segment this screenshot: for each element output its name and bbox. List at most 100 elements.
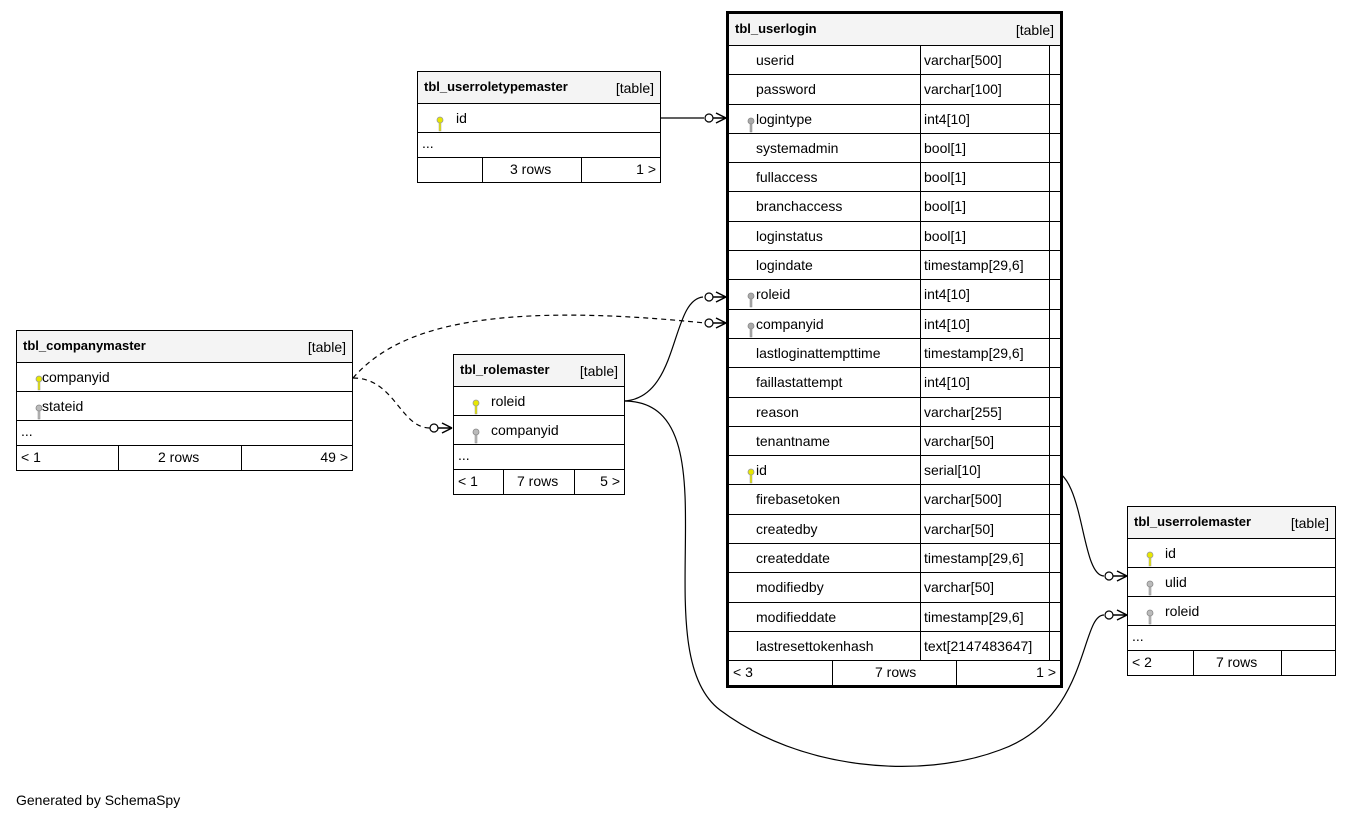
column-name: reason — [756, 403, 799, 420]
more-columns: ... — [418, 133, 660, 158]
table-userrolemaster[interactable]: tbl_userrolemaster [table] id ulid rolei… — [1127, 506, 1336, 676]
parent-count: < 1 — [458, 473, 478, 489]
foreign-key-icon — [463, 422, 480, 444]
column-row[interactable]: id — [1128, 539, 1335, 568]
column-row[interactable]: id — [418, 104, 660, 133]
column-divider — [920, 573, 921, 602]
column-divider — [1049, 75, 1050, 104]
column-type: bool[1] — [924, 139, 967, 156]
column-row[interactable]: password varchar[100] — [729, 75, 1060, 105]
column-type: varchar[100] — [924, 81, 1002, 98]
foreign-key-icon — [738, 286, 755, 308]
foreign-key-icon — [738, 111, 755, 132]
column-divider — [1049, 602, 1050, 631]
column-divider — [1049, 426, 1050, 456]
foreign-key-icon — [1137, 603, 1154, 625]
column-row[interactable]: ulid — [1128, 568, 1335, 597]
column-divider — [1049, 221, 1050, 251]
parent-count: < 1 — [21, 449, 41, 465]
column-type: timestamp[29,6] — [924, 608, 1024, 625]
column-type: varchar[500] — [924, 52, 1002, 68]
more-columns: ... — [454, 445, 624, 470]
table-userroletypemaster[interactable]: tbl_userroletypemaster [table] id ... 3 … — [417, 71, 661, 183]
column-name: companyid — [491, 422, 559, 438]
table-rolemaster[interactable]: tbl_rolemaster [table] roleid companyid … — [453, 354, 625, 495]
column-divider — [1049, 104, 1050, 133]
column-row[interactable]: logintype int4[10] — [729, 104, 1060, 134]
column-name: modifiedby — [756, 579, 824, 596]
column-name: companyid — [42, 369, 110, 385]
column-name: logintype — [756, 110, 813, 127]
row-count: 3 rows — [510, 161, 552, 177]
column-name: createddate — [756, 550, 830, 567]
column-divider — [920, 133, 921, 163]
table-header: tbl_userrolemaster [table] — [1128, 507, 1335, 539]
table-kind: [table] — [1290, 515, 1329, 531]
column-name: modifieddate — [756, 608, 837, 625]
column-row[interactable]: modifieddate timestamp[29,6] — [729, 602, 1060, 632]
table-kind: [table] — [307, 339, 346, 355]
column-divider — [920, 280, 921, 309]
column-row[interactable]: stateid — [17, 392, 352, 421]
relation-roleid-userrolemaster — [623, 400, 1128, 767]
table-name: tbl_userrolemaster — [1134, 514, 1252, 529]
primary-key-icon — [738, 462, 755, 484]
column-type: varchar[50] — [924, 432, 995, 449]
row-count: 7 rows — [1216, 654, 1258, 670]
generated-by-label: Generated by SchemaSpy — [16, 792, 181, 808]
column-row[interactable]: companyid — [17, 363, 352, 392]
column-name: lastresettokenhash — [756, 637, 874, 654]
table-footer: < 3 7 rows 1 > — [729, 660, 1060, 686]
column-divider — [920, 631, 921, 661]
table-name: tbl_rolemaster — [460, 362, 550, 377]
column-type: serial[10] — [924, 462, 981, 479]
column-row[interactable]: roleid — [454, 387, 624, 416]
foreign-key-icon — [1137, 574, 1154, 596]
column-name: password — [756, 81, 816, 98]
column-divider — [920, 75, 921, 104]
column-divider — [920, 309, 921, 338]
column-divider — [1049, 631, 1050, 661]
table-companymaster[interactable]: tbl_companymaster [table] companyid stat… — [16, 330, 353, 471]
column-divider — [920, 426, 921, 456]
column-name: logindate — [756, 257, 813, 274]
column-divider — [920, 163, 921, 192]
table-footer: < 1 2 rows 49 > — [17, 446, 352, 470]
relation-companyid-rolemaster — [352, 377, 453, 434]
row-count: 7 rows — [517, 473, 559, 489]
column-divider — [1049, 544, 1050, 573]
more-columns: ... — [1128, 626, 1335, 651]
row-count: 7 rows — [875, 664, 917, 681]
column-name: roleid — [491, 393, 526, 409]
column-name: firebasetoken — [756, 491, 841, 508]
column-row[interactable]: companyid — [454, 416, 624, 445]
column-type: int4[10] — [924, 110, 970, 127]
column-divider — [920, 104, 921, 133]
column-divider — [920, 338, 921, 368]
table-header: tbl_userlogin [table] — [729, 14, 1060, 46]
column-row[interactable]: roleid — [1128, 597, 1335, 626]
table-name: tbl_userroletypemaster — [424, 79, 568, 94]
relation-logintype — [660, 112, 727, 124]
column-divider — [1049, 397, 1050, 426]
column-divider — [920, 456, 921, 485]
